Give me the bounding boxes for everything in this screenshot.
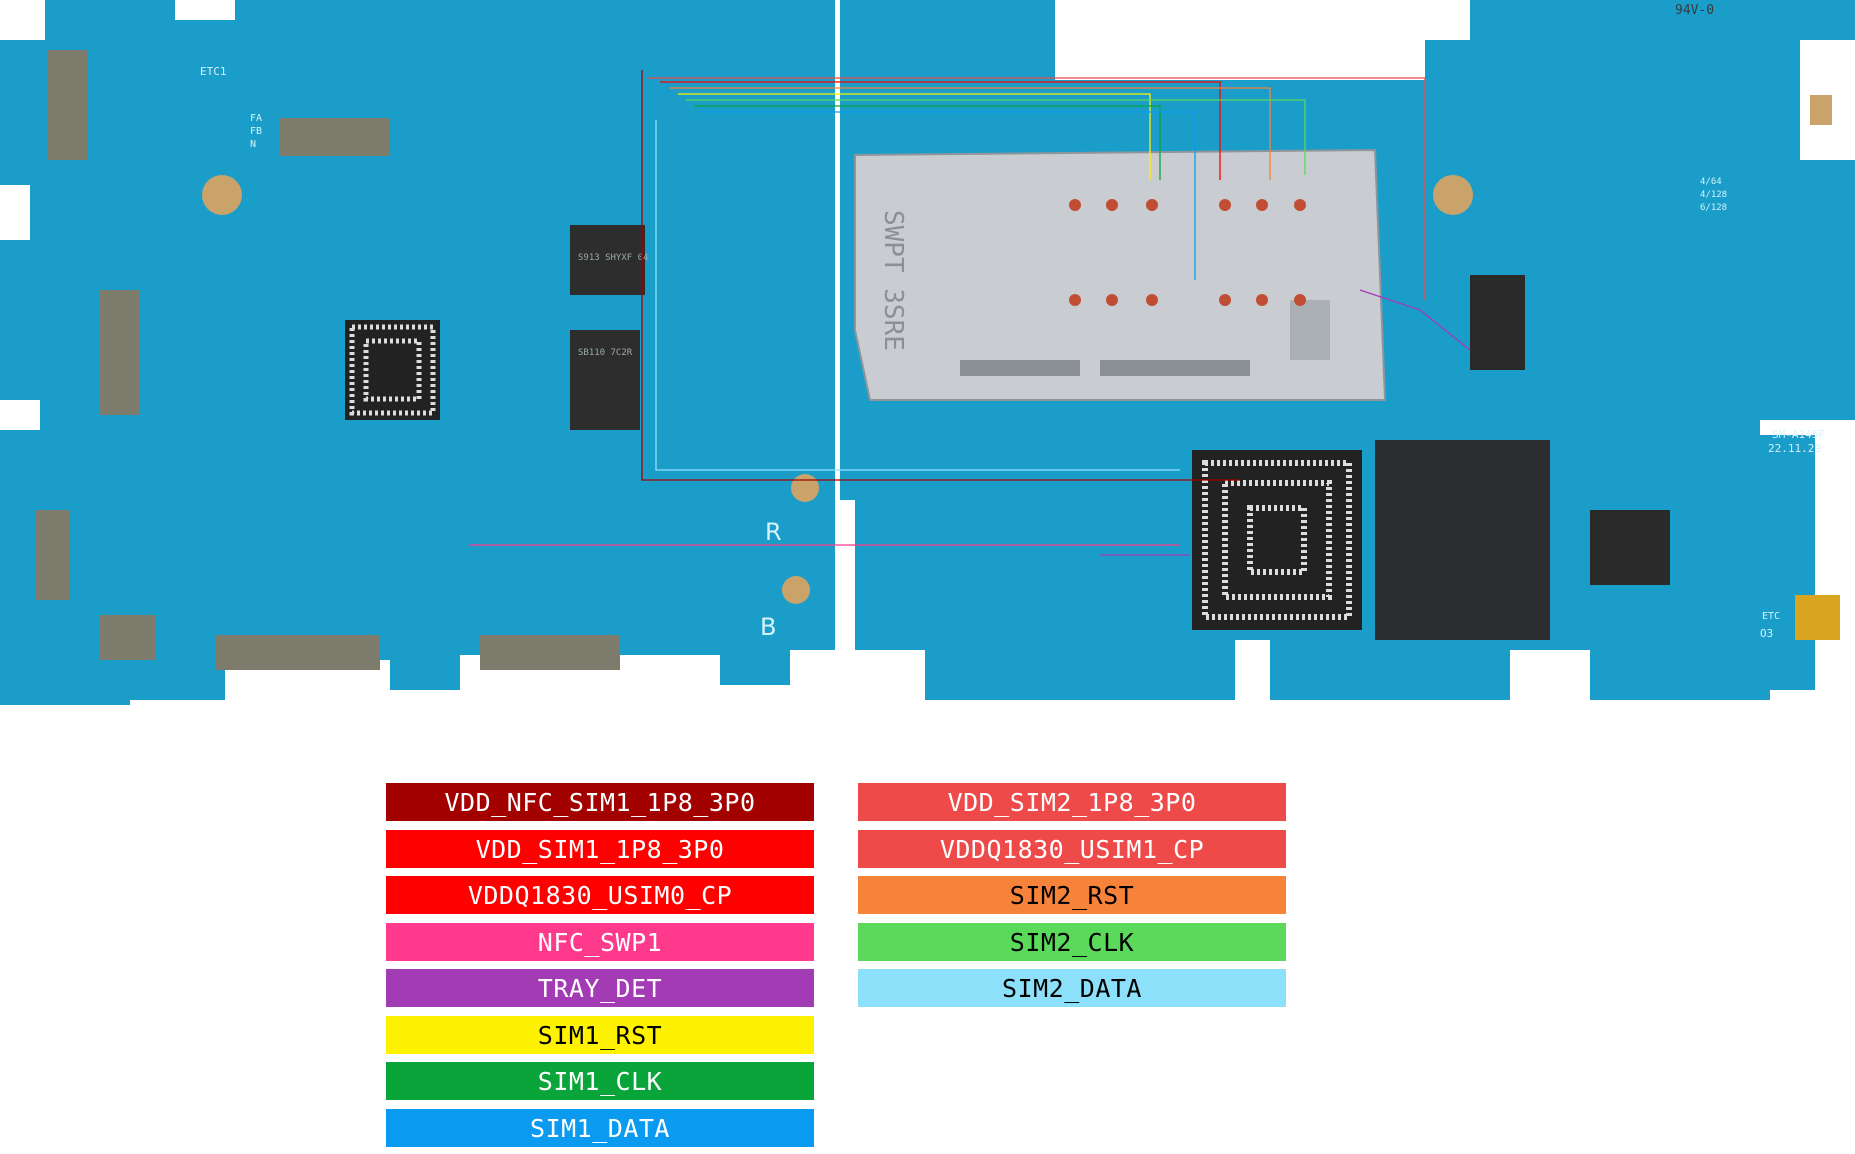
capacity-marking-1: 4/64 (1700, 177, 1722, 187)
sim-contact-pads (1069, 199, 1306, 306)
legend-label: SIM2_DATA (1002, 973, 1142, 1003)
board-connector (480, 635, 620, 670)
antenna-pad (791, 474, 819, 502)
board-connector (280, 118, 390, 156)
legend-item: SIM1_CLK (386, 1062, 814, 1100)
sim-card-tray: SWPT 3SRE (854, 148, 1387, 401)
capacity-marking-2: 4/128 (1700, 190, 1727, 200)
legend-label: VDDQ1830_USIM1_CP (939, 834, 1205, 864)
pmic-chip (345, 320, 440, 420)
legend-label: TRAY_DET (537, 973, 663, 1003)
model-marking: SM-A145F (1772, 428, 1825, 441)
qr-code (1795, 595, 1840, 640)
legend-label: VDD_SIM2_1P8_3P0 (947, 787, 1197, 817)
legend-item: VDDQ1830_USIM1_CP (858, 830, 1286, 868)
legend-label: VDD_NFC_SIM1_1P8_3P0 (444, 787, 756, 817)
date-marking: 22.11.29 (1768, 442, 1821, 455)
mounting-hole (202, 175, 242, 215)
fb-marking: FB (250, 126, 262, 137)
legend-label: SIM1_DATA (530, 1113, 670, 1143)
transceiver-chip-text: SB110 7C2R (578, 348, 633, 358)
mounting-hole (1433, 175, 1473, 215)
board-connector (100, 615, 155, 660)
antenna-label-b: B (760, 613, 776, 641)
legend-item: SIM2_DATA (858, 969, 1286, 1007)
cpu-chip (1192, 450, 1362, 630)
legend-label: SIM1_RST (537, 1020, 663, 1050)
legend-item: SIM2_RST (858, 876, 1286, 914)
legend-item: SIM1_DATA (386, 1109, 814, 1147)
antenna-label-r: R (765, 518, 782, 546)
rf-chip-text: S913 SHYXF 04 (578, 253, 648, 263)
board-connector (100, 290, 140, 415)
legend-item: SIM2_CLK (858, 923, 1286, 961)
audio-chip (1590, 510, 1670, 585)
legend-item: SIM1_RST (386, 1016, 814, 1054)
n-marking: N (250, 139, 256, 150)
antenna-pad (1810, 95, 1832, 125)
o3-marking: O3 (1760, 627, 1773, 640)
rf-chip: S913 SHYXF 04 (570, 225, 648, 295)
memory-chip (1375, 440, 1550, 640)
legend-item: TRAY_DET (386, 969, 814, 1007)
legend-item: VDD_SIM1_1P8_3P0 (386, 830, 814, 868)
signal-traces (470, 70, 1471, 556)
etc-marking: ETC (1762, 611, 1780, 622)
sim-tray-text: SWPT 3SRE (878, 210, 908, 351)
legend-item: VDD_NFC_SIM1_1P8_3P0 (386, 783, 814, 821)
transceiver-chip: SB110 7C2R (570, 330, 640, 430)
legend-label: VDD_SIM1_1P8_3P0 (475, 834, 725, 864)
legend-label: SIM2_RST (1009, 880, 1135, 910)
board-connector (48, 50, 88, 160)
legend-label: SIM1_CLK (537, 1066, 663, 1096)
legend-label: VDDQ1830_USIM0_CP (467, 880, 733, 910)
sim-tray-metal (854, 148, 1387, 401)
board-connector (35, 510, 70, 600)
legend-label: NFC_SWP1 (537, 927, 663, 957)
board-connector (215, 635, 380, 670)
pcb-board-photo: SM-A145F 22.11.29 94V-0 4/64 4/128 6/128… (0, 0, 1855, 705)
antenna-pad (782, 576, 810, 604)
legend-item: NFC_SWP1 (386, 923, 814, 961)
etc1-marking: ETC1 (200, 65, 227, 78)
ul-marking: 94V-0 (1675, 3, 1714, 18)
nfc-chip (1470, 275, 1525, 370)
fa-marking: FA (250, 113, 262, 124)
legend-item: VDD_SIM2_1P8_3P0 (858, 783, 1286, 821)
capacity-marking-3: 6/128 (1700, 203, 1727, 213)
legend-label: SIM2_CLK (1009, 927, 1135, 957)
legend-item: VDDQ1830_USIM0_CP (386, 876, 814, 914)
